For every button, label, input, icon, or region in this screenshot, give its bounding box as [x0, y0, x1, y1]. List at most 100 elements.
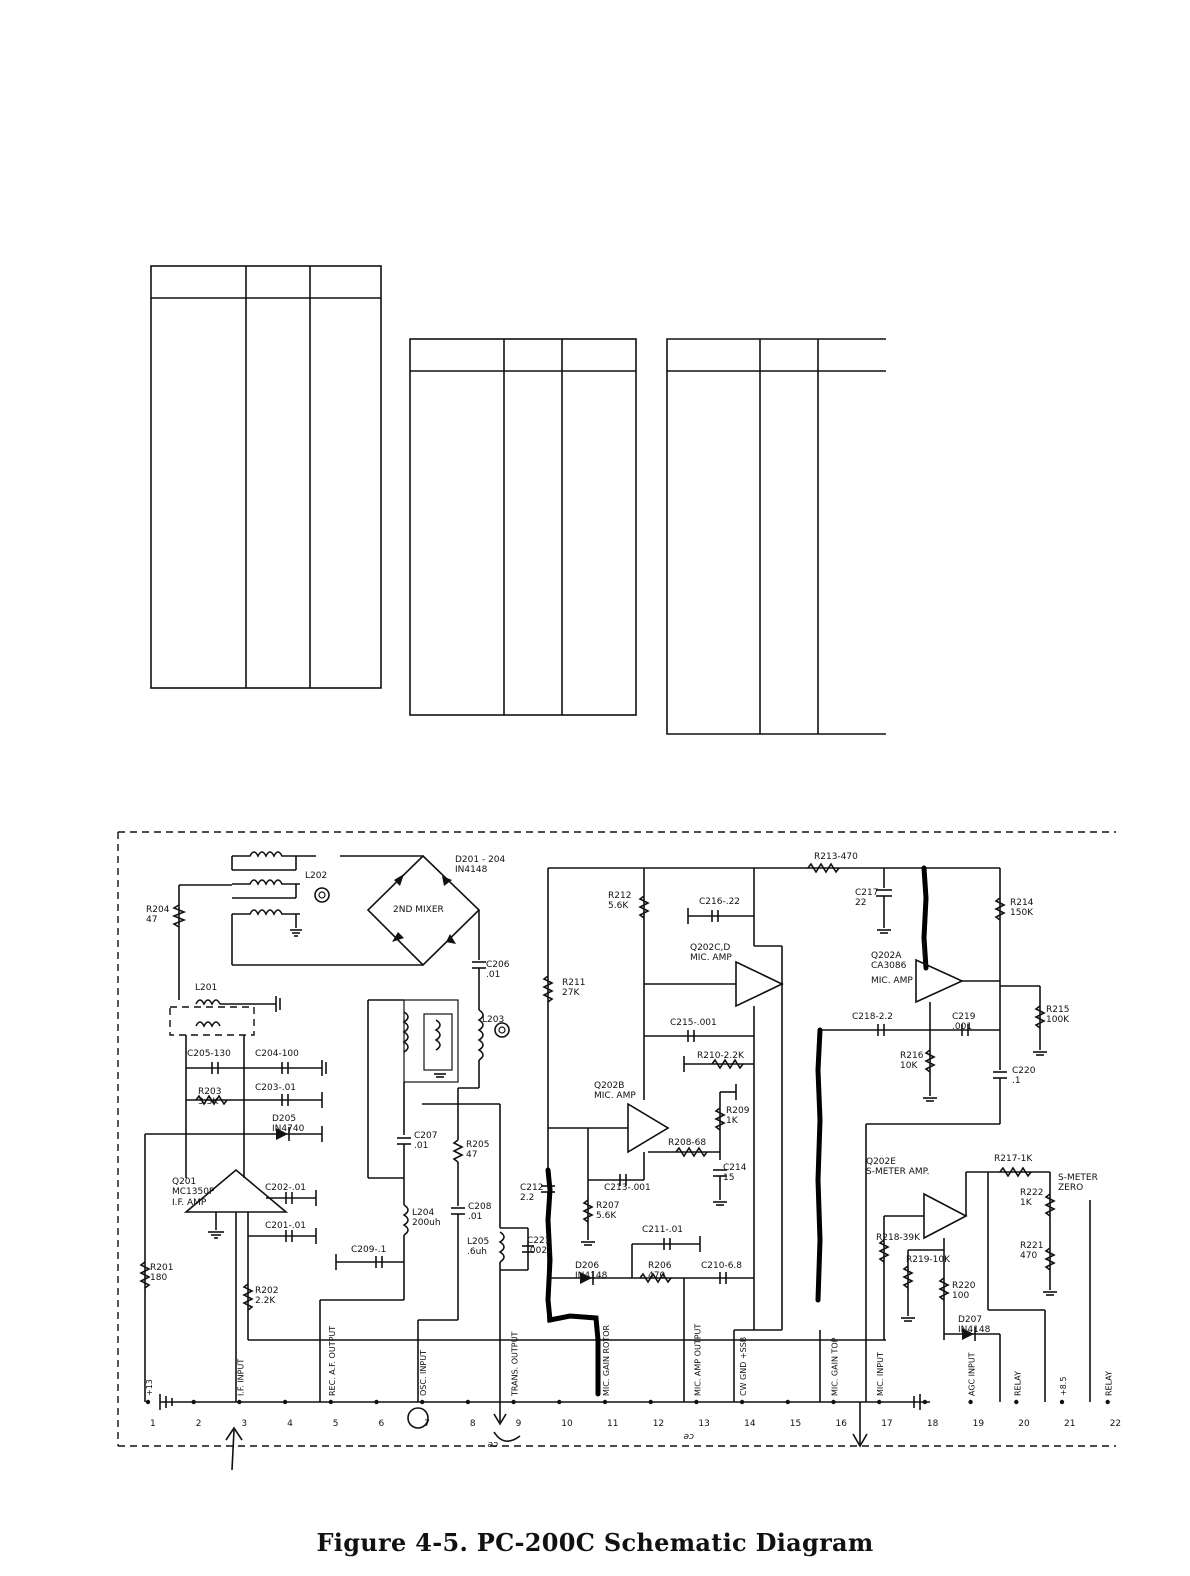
component-label-c217: C217	[855, 888, 878, 898]
component-value-d207: IN4148	[958, 1325, 991, 1335]
component-label-c214: C214	[723, 1163, 747, 1173]
component-label-r220: R220	[952, 1281, 976, 1291]
component-value-d206: IN4148	[575, 1271, 608, 1281]
component-label-c202: C202-.01	[265, 1183, 306, 1193]
component-label-c201: C201-.01	[265, 1221, 306, 1231]
hand-marks	[225, 1402, 868, 1471]
component-value-q202b: MIC. AMP	[594, 1091, 636, 1101]
component-label-r221: R221	[1020, 1241, 1043, 1251]
component-value-r214: 150K	[1010, 908, 1034, 918]
component-label-c219: C219	[952, 1012, 976, 1022]
terminal-label-5: REC. A.F. OUTPUT	[328, 1326, 337, 1396]
terminal-label-9: TRANS. OUTPUT	[511, 1332, 520, 1397]
mixer-section	[139, 851, 886, 1402]
terminal-dot-19	[968, 1399, 973, 1405]
terminal-number-12: 12	[653, 1419, 664, 1429]
terminal-dot-17	[877, 1399, 882, 1405]
terminal-number-9: 9	[516, 1419, 522, 1429]
terminal-dot-22	[1105, 1399, 1110, 1405]
component-value-c221: .0022	[527, 1246, 553, 1256]
terminal-number-8: 8	[470, 1419, 476, 1429]
component-label-r219: R219-10K	[906, 1255, 951, 1265]
terminal-dot-5	[328, 1399, 333, 1405]
terminal-number-11: 11	[607, 1419, 618, 1429]
component-label-r218: R218-39K	[876, 1233, 921, 1243]
component-value-c219: .001	[952, 1022, 972, 1032]
component-value-q202cd: MIC. AMP	[690, 953, 732, 963]
terminal-dot-11	[602, 1399, 608, 1405]
component-label-c210: C210-6.8	[701, 1261, 742, 1271]
component-label-l201: L201	[195, 983, 217, 993]
terminal-dot-7	[420, 1399, 425, 1405]
component-label-d206: D206	[575, 1261, 599, 1271]
component-value-c212: 2.2	[520, 1193, 534, 1203]
terminal-label-1: +13	[145, 1379, 154, 1396]
component-label-c205: C205-130	[187, 1049, 231, 1059]
component-label-r216: R216	[900, 1051, 924, 1061]
component-label-r201: R201	[150, 1263, 173, 1273]
component-label-q202b: Q202B	[594, 1081, 624, 1091]
component-label-c216: C216-.22	[699, 897, 740, 907]
terminal-label-7: OSC. INPUT	[419, 1350, 428, 1396]
component-label-q202cd: Q202C,D	[690, 943, 730, 953]
component-label-r209: R209	[726, 1106, 750, 1116]
component-label-c220: C220	[1012, 1066, 1036, 1076]
handwritten-margin_a: ce	[487, 1439, 498, 1449]
component-label-c215: C215-.001	[670, 1018, 717, 1028]
component-label-r222: R222	[1020, 1188, 1043, 1198]
component-label-mixer: 2ND MIXER	[393, 905, 444, 915]
terminal-number-4: 4	[287, 1419, 293, 1429]
component-label-q201f: I.F. AMP	[172, 1198, 207, 1208]
terminal-label-14: CW GND +SSB	[739, 1337, 748, 1396]
component-label-c208: C208	[468, 1202, 492, 1212]
component-value-q202e: S-METER AMP.	[866, 1167, 930, 1177]
smeter-section	[807, 862, 1091, 1402]
component-value-d201: IN4148	[455, 865, 488, 875]
component-label-c212: C212	[520, 1183, 543, 1193]
component-label-r207: R207	[596, 1201, 619, 1211]
component-value-r211: 27K	[562, 988, 580, 998]
terminal-dot-6	[374, 1399, 379, 1405]
component-label-r213: R213-470	[814, 852, 858, 862]
component-label-c211: C211-.01	[642, 1225, 683, 1235]
component-value-r221: 470	[1020, 1251, 1037, 1261]
component-label-q202a: Q202A	[871, 951, 902, 961]
component-label-r210: R210-2.2K	[697, 1051, 745, 1061]
component-label-r208: R208-68	[668, 1138, 706, 1148]
component-label-smz: S-METER	[1058, 1173, 1098, 1183]
terminal-dot-18	[922, 1399, 928, 1405]
component-label-r212: R212	[608, 891, 631, 901]
component-value-r201: 180	[150, 1273, 167, 1283]
component-value-r212: 5.6K	[608, 901, 629, 911]
component-value-l205: .6uh	[467, 1247, 487, 1257]
terminal-dot-21	[1059, 1399, 1065, 1405]
terminal-number-13: 13	[698, 1419, 709, 1429]
component-label-d207: D207	[958, 1315, 982, 1325]
component-label-r217: R217-1K	[994, 1154, 1033, 1164]
terminal-number-17: 17	[881, 1419, 892, 1429]
terminal-number-3: 3	[241, 1419, 247, 1429]
component-value-c220: .1	[1012, 1076, 1021, 1086]
component-value-c214: 15	[723, 1173, 734, 1183]
terminal-dot-20	[1014, 1399, 1019, 1405]
terminal-label-17: MIC. INPUT	[876, 1352, 885, 1396]
component-value-r203: 3.3K	[198, 1097, 219, 1107]
figure-caption: Figure 4-5. PC-200C Schematic Diagram	[316, 1528, 874, 1557]
terminal-number-2: 2	[196, 1419, 202, 1429]
component-value-r209: 1K	[726, 1116, 739, 1126]
parts-tables	[150, 265, 886, 735]
component-label-r211: R211	[562, 978, 585, 988]
component-label-r206: R206	[648, 1261, 672, 1271]
component-label-d205: D205	[272, 1114, 296, 1124]
terminal-dot-16	[831, 1399, 836, 1405]
component-label-l202: L202	[305, 871, 327, 881]
component-value-r206: 470	[648, 1271, 665, 1281]
component-label-r203: R203	[198, 1087, 221, 1097]
terminal-number-5: 5	[333, 1419, 339, 1429]
terminal-number-21: 21	[1064, 1419, 1075, 1429]
terminal-number-18: 18	[927, 1419, 939, 1429]
component-label-r205: R205	[466, 1140, 489, 1150]
